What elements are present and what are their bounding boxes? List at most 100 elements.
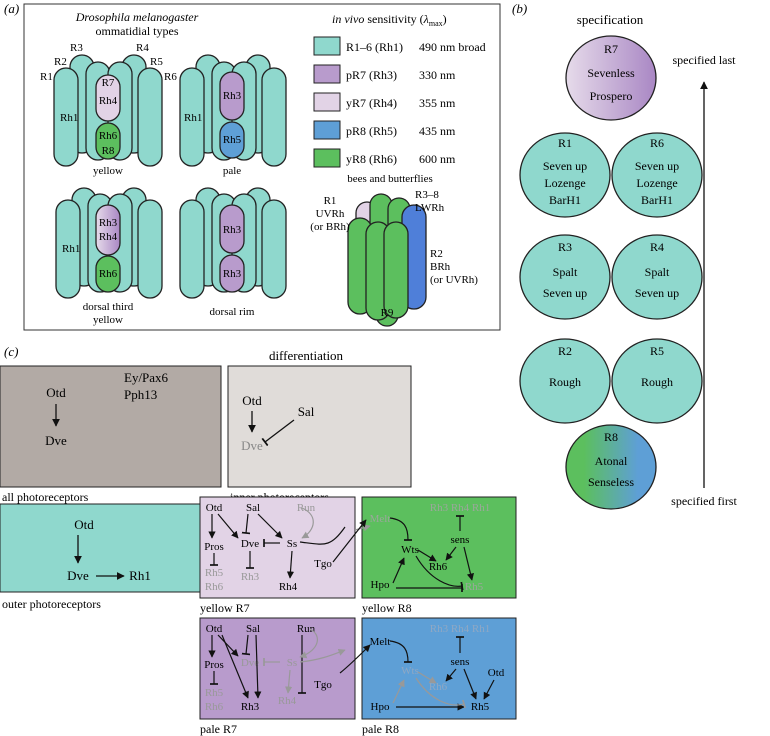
cell-r8-senseless: Senseless: [588, 475, 634, 489]
legend-title: in vivo sensitivity (λmax): [332, 12, 447, 28]
box-all-photoreceptors: Otd Dve Ey/Pax6 Pph13: [0, 365, 222, 488]
yr7-dve: Dve: [241, 538, 259, 550]
yr8-rh6: Rh6: [429, 561, 448, 573]
rh1-label-dorsal-third: Rh1: [62, 243, 80, 255]
bees-or-uvrh-label: (or UVRh): [430, 274, 478, 286]
cell-r6-label: R6: [650, 136, 664, 150]
pr8-rh5: Rh5: [471, 701, 490, 713]
all-ey-pax6: Ey/Pax6: [124, 370, 169, 385]
ommatidium-bees: [347, 193, 427, 327]
cell-r8-atonal: Atonal: [595, 454, 628, 468]
panel-c-label: (c): [4, 344, 18, 359]
bees-or-brh-label: (or BRh): [310, 221, 350, 233]
caption-dorsal-third-1: dorsal third: [83, 301, 134, 313]
box-inner-photoreceptors: Otd Dve Sal: [227, 365, 412, 488]
cell-r1-seven-up: Seven up: [543, 159, 587, 173]
rh4-label-yellow: Rh4: [99, 95, 118, 107]
yr7-pros: Pros: [204, 541, 224, 553]
specification-title: specification: [577, 12, 644, 27]
yr7-tgo: Tgo: [314, 558, 332, 570]
bees-r1-label: R1: [324, 195, 337, 207]
caption-yellow-r8: yellow R8: [362, 601, 412, 615]
ommatidium-dorsal-third: [55, 187, 163, 299]
rh6-label-yellow: Rh6: [99, 130, 118, 142]
bees-brh-label: BRh: [430, 261, 451, 273]
box-yellow-r7: Otd Sal Run Pros Dve Ss Rh5 Rh6 Rh3 Rh4 …: [199, 496, 356, 599]
outer-rh1: Rh1: [129, 568, 151, 583]
bees-lwrh-label: LWRh: [415, 202, 445, 214]
legend-value-rh1: 490 nm broad: [419, 40, 486, 54]
legend-value-rh6: 600 nm: [419, 152, 456, 166]
yr8-sens: sens: [451, 534, 470, 546]
outer-otd: Otd: [74, 517, 94, 532]
panel-a-frame: [23, 3, 501, 331]
cell-r3-seven-up: Seven up: [543, 286, 587, 300]
pr7-rh6: Rh6: [205, 701, 224, 713]
box-yellow-r8: Melt Rh3 Rh4 Rh1 sens Wts Rh6 Hpo Rh5: [354, 496, 517, 599]
r6-label-yellow: R6: [164, 71, 177, 83]
bees-r38-label: R3–8: [415, 189, 439, 201]
cell-r3-label: R3: [558, 240, 572, 254]
legend-name-rh1: R1–6 (Rh1): [346, 40, 403, 54]
r5-label-yellow: R5: [150, 56, 163, 68]
cell-r6-barh1: BarH1: [641, 193, 673, 207]
outer-dve: Dve: [67, 568, 89, 583]
cell-r2-rough: Rough: [549, 375, 581, 389]
yr8-rh5: Rh5: [465, 581, 484, 593]
pr7-tgo: Tgo: [314, 679, 332, 691]
specified-first-label: specified first: [671, 494, 737, 508]
inner-dve: Dve: [241, 438, 263, 453]
cell-r8: R8 Atonal Senseless: [565, 424, 657, 510]
rh5-label-pale: Rh5: [223, 134, 242, 146]
rh3-lower-label-dorsal-rim: Rh3: [223, 268, 242, 280]
yr7-rh6: Rh6: [205, 581, 224, 593]
cell-r4-spalt: Spalt: [645, 265, 670, 279]
legend-value-rh5: 435 nm: [419, 124, 456, 138]
specified-last-label: specified last: [673, 53, 737, 67]
cell-r8-label: R8: [604, 430, 618, 444]
pr8-wts: Wts: [401, 665, 419, 677]
cell-r7-sevenless: Sevenless: [587, 66, 635, 80]
pr7-ss: Ss: [287, 657, 297, 669]
cell-r5-label: R5: [650, 344, 664, 358]
bees-r2-label: R2: [430, 248, 443, 260]
pr8-melt: Melt: [370, 636, 391, 648]
cell-r2-label: R2: [558, 344, 572, 358]
cell-r7-label: R7: [604, 42, 618, 56]
cell-r7: R7 Sevenless Prospero: [565, 35, 657, 121]
r8-label-yellow: R8: [102, 145, 115, 157]
ommatidium-dorsal-rim: [179, 187, 287, 299]
rh3-label-pale: Rh3: [223, 90, 242, 102]
panel-a-label: (a): [4, 1, 19, 16]
inner-sal: Sal: [298, 404, 315, 419]
rh6-label-dorsal-third: Rh6: [99, 268, 118, 280]
caption-pale-r7: pale R7: [200, 722, 237, 736]
r2-label-yellow: R2: [54, 56, 67, 68]
cell-r5: R5 Rough: [611, 338, 703, 424]
yr7-run: Run: [297, 502, 316, 514]
caption-all-photoreceptors: all photoreceptors: [2, 490, 89, 504]
cell-r5-rough: Rough: [641, 375, 673, 389]
cell-r4-seven-up: Seven up: [635, 286, 679, 300]
pr7-sal: Sal: [246, 623, 260, 635]
pr7-run: Run: [297, 623, 316, 635]
box-outer-photoreceptors: Otd Dve Rh1: [0, 503, 222, 593]
yr7-rh4: Rh4: [279, 581, 298, 593]
pr8-rh3-rh4-rh1: Rh3 Rh4 Rh1: [430, 623, 491, 635]
pr7-pros: Pros: [204, 659, 224, 671]
r1-label-yellow: R1: [40, 71, 53, 83]
yr7-ss: Ss: [287, 538, 297, 550]
legend-name-rh3: pR7 (Rh3): [346, 68, 397, 82]
caption-pale-r8: pale R8: [362, 722, 399, 736]
all-dve: Dve: [45, 433, 67, 448]
species-title: Drosophila melanogaster: [75, 10, 199, 24]
cell-r1-barh1: BarH1: [549, 193, 581, 207]
box-pale-r8: Melt Rh3 Rh4 Rh1 sens Otd Wts Rh6 Hpo Rh…: [361, 617, 517, 720]
cell-r4: R4 Spalt Seven up: [611, 234, 703, 320]
panel-b-label: (b): [512, 1, 527, 16]
differentiation-title: differentiation: [269, 348, 344, 363]
yr7-sal: Sal: [246, 502, 260, 514]
yr7-rh3: Rh3: [241, 571, 260, 583]
caption-dorsal-rim: dorsal rim: [210, 306, 255, 318]
ommatidia-title: ommatidial types: [96, 24, 179, 38]
